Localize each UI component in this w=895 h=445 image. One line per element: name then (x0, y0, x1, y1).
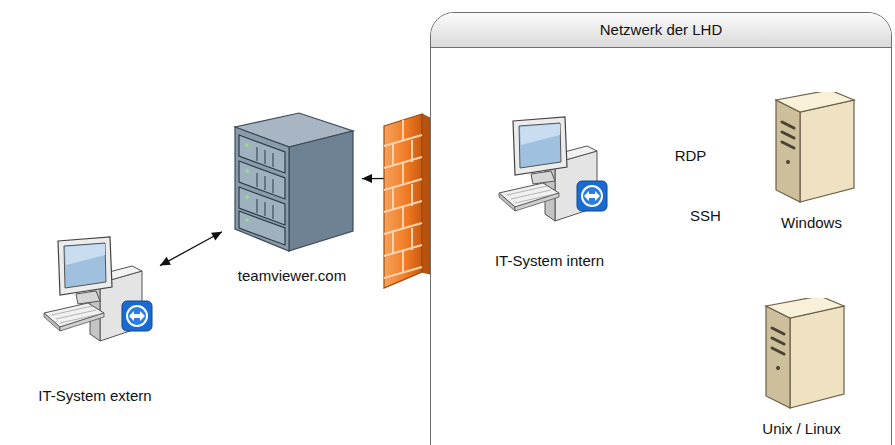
node-label: Unix / Linux (760, 420, 842, 438)
server-icon (762, 92, 862, 204)
protocol-label: RDP (672, 146, 710, 163)
workstation: IT-System intern (470, 115, 630, 270)
workstation-icon (485, 115, 615, 225)
region-header: Netzwerk der LHD (431, 13, 891, 48)
connector (160, 232, 222, 266)
node-label: IT-System extern (36, 387, 153, 405)
server: Windows (752, 92, 872, 232)
network-region: Netzwerk der LHD IT-System intern WindowsU… (430, 12, 892, 445)
cloud-server-icon (227, 95, 357, 255)
node-label: teamviewer.com (236, 267, 348, 285)
node-label: Windows (779, 214, 844, 232)
workstation: IT-System extern (30, 235, 160, 405)
workstation-icon (30, 235, 160, 345)
node-label: Netzwerk der LHD (598, 21, 725, 39)
firewall-illustration (378, 112, 434, 292)
server-icon (752, 298, 852, 410)
node-label: IT-System intern (493, 252, 606, 270)
server: Unix / Linux (742, 298, 862, 438)
protocol-label: SSH (687, 207, 724, 224)
cloud-server: teamviewer.com (222, 95, 362, 285)
